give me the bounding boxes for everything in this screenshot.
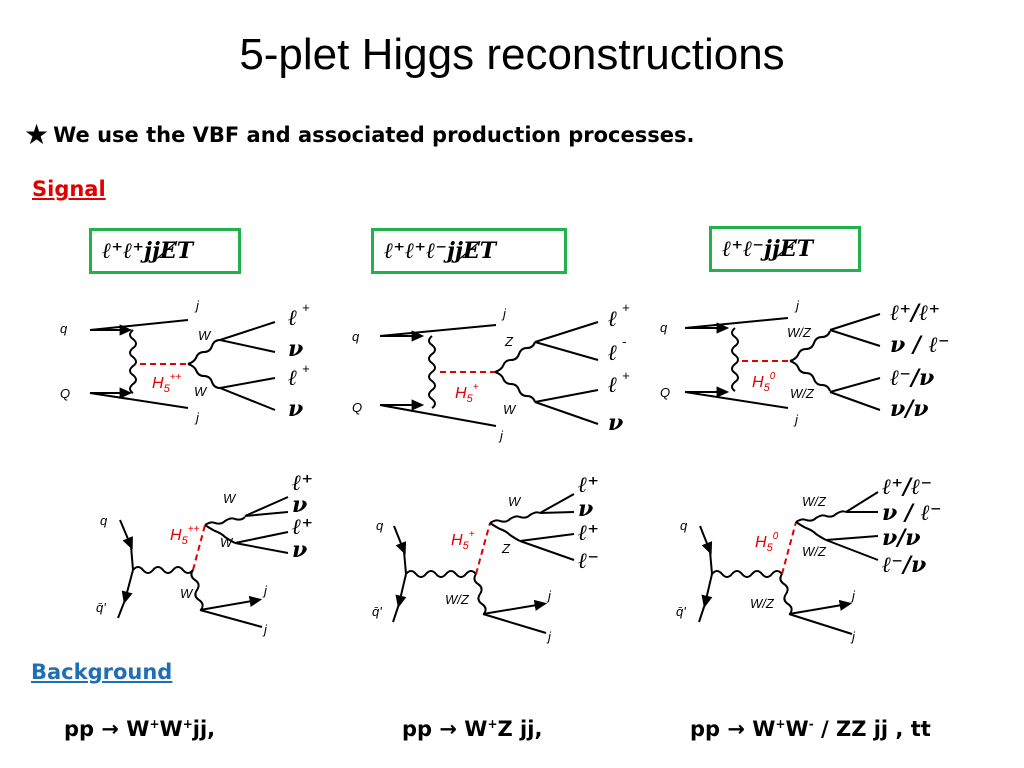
assoc3-qbar: q̄': [676, 604, 686, 619]
assoc2-j2: j: [546, 629, 552, 644]
vbf2-out-1-sign: +: [622, 300, 630, 315]
assoc1-out-4: ν: [292, 537, 307, 563]
vbf-diagram-3: [684, 313, 881, 411]
vbf1-j2: j: [194, 410, 200, 425]
background-process-3: pp → W+W- / ZZ jj , tt: [690, 717, 931, 741]
vbf2-out-2: ℓ: [608, 340, 617, 366]
assoc3-j1: j: [850, 588, 856, 603]
assoc3-b2: W/Z: [802, 544, 827, 559]
assoc2-b2: Z: [501, 541, 511, 556]
assoc1-b3: W: [180, 586, 194, 601]
assoc1-out-1: ℓ⁺: [292, 470, 313, 496]
vbf1-higgs: H5++: [152, 372, 182, 395]
vbf1-out-4: ν: [288, 396, 303, 422]
assoc-diagram-3: [698, 491, 879, 635]
vbf2-b1: Z: [504, 334, 514, 349]
vbf3-higgs: H50: [752, 371, 776, 394]
vbf1-q: q: [60, 321, 68, 336]
vbf3-j1: j: [794, 298, 800, 313]
vbf3-out-2: ν / ℓ⁻: [890, 332, 950, 358]
assoc3-out-3: ν/ν: [882, 525, 921, 551]
background-process-2: pp → W+Z jj,: [402, 717, 543, 741]
vbf2-out-3: ℓ: [608, 372, 617, 398]
assoc1-out-2: ν: [292, 492, 307, 518]
assoc2-j1: j: [546, 588, 552, 603]
signal-heading: Signal: [32, 177, 106, 201]
vbf2-j2: j: [498, 428, 504, 443]
final-state-box-1: ℓ⁺ℓ⁺jjE̸T: [89, 228, 241, 274]
assoc3-out-4: ℓ⁻/ν: [882, 552, 926, 578]
vbf2-q: q: [352, 329, 360, 344]
assoc1-higgs: H5++: [170, 524, 200, 547]
background-process-1: pp → W+W+jj,: [64, 717, 216, 741]
assoc1-out-3: ℓ⁺: [292, 514, 313, 540]
assoc2-b3: W/Z: [445, 592, 470, 607]
assoc1-b2: W: [220, 535, 234, 550]
vbf3-out-3: ℓ⁻/ν: [890, 365, 934, 391]
assoc1-j2: j: [262, 622, 268, 637]
assoc2-out-2: ν: [578, 496, 593, 522]
final-state-box-3: ℓ⁺ℓ⁻jjE̸T: [709, 226, 861, 272]
vbf1-out-3: ℓ: [288, 365, 297, 391]
vbf3-out-1: ℓ⁺/ℓ⁺: [890, 300, 940, 326]
vbf1-out-2: ν: [288, 336, 303, 362]
vbf1-j1: j: [194, 298, 200, 313]
assoc2-qbar: q̄': [372, 604, 382, 619]
bullet-text: We use the VBF and associated production…: [53, 123, 695, 147]
vbf1-out-1-sign: +: [302, 300, 310, 315]
vbf-diagram-1: [89, 319, 276, 411]
assoc3-out-1: ℓ⁺/ℓ⁻: [882, 474, 932, 500]
final-state-box-2: ℓ⁺ℓ⁺ℓ⁻jjE̸T: [371, 228, 567, 274]
vbf2-Q: Q: [352, 400, 362, 415]
vbf3-Q: Q: [660, 385, 670, 400]
assoc1-j1: j: [262, 583, 268, 598]
assoc3-q: q: [680, 518, 688, 533]
star-icon: ★: [24, 118, 50, 151]
assoc1-q: q: [100, 513, 108, 528]
assoc3-b1: W/Z: [802, 494, 827, 509]
vbf-diagram-2: [379, 321, 599, 427]
vbf1-b1: W: [198, 328, 212, 343]
vbf2-out-1: ℓ: [608, 306, 617, 332]
vbf1-out-1: ℓ: [288, 305, 297, 331]
assoc2-out-3: ℓ⁺: [578, 520, 599, 546]
assoc-diagram-2: [392, 493, 575, 634]
vbf2-out-3-sign: +: [622, 368, 630, 383]
background-heading: Background: [31, 660, 173, 684]
assoc1-b1: W: [223, 491, 237, 506]
vbf2-j1: j: [501, 306, 507, 321]
assoc1-qbar: q̄': [96, 600, 106, 615]
vbf3-out-4: ν/ν: [890, 396, 929, 422]
assoc3-b3: W/Z: [750, 596, 775, 611]
vbf1-b2: W: [194, 384, 208, 399]
assoc3-out-2: ν / ℓ⁻: [882, 500, 942, 526]
vbf3-j2: j: [793, 412, 799, 427]
vbf2-out-2-sign: -: [622, 334, 627, 349]
vbf3-b2: W/Z: [790, 386, 815, 401]
assoc2-higgs: H5+: [451, 529, 475, 552]
vbf1-out-3-sign: +: [302, 361, 310, 376]
assoc2-out-1: ℓ⁺: [578, 472, 599, 498]
assoc2-out-4: ℓ⁻: [578, 548, 599, 574]
vbf1-Q: Q: [60, 386, 70, 401]
assoc2-q: q: [376, 518, 384, 533]
assoc3-j2: j: [850, 629, 856, 644]
vbf3-b1: W/Z: [787, 325, 812, 340]
vbf2-higgs: H5+: [455, 382, 479, 405]
assoc-diagram-1: [117, 496, 289, 628]
assoc3-higgs: H50: [755, 531, 779, 554]
vbf2-out-4: ν: [608, 410, 623, 436]
vbf2-b2: W: [503, 402, 517, 417]
assoc2-b1: W: [508, 494, 522, 509]
bullet-line: ★We use the VBF and associated productio…: [24, 118, 694, 151]
vbf3-q: q: [660, 320, 668, 335]
page-title: 5-plet Higgs reconstructions: [239, 30, 785, 79]
